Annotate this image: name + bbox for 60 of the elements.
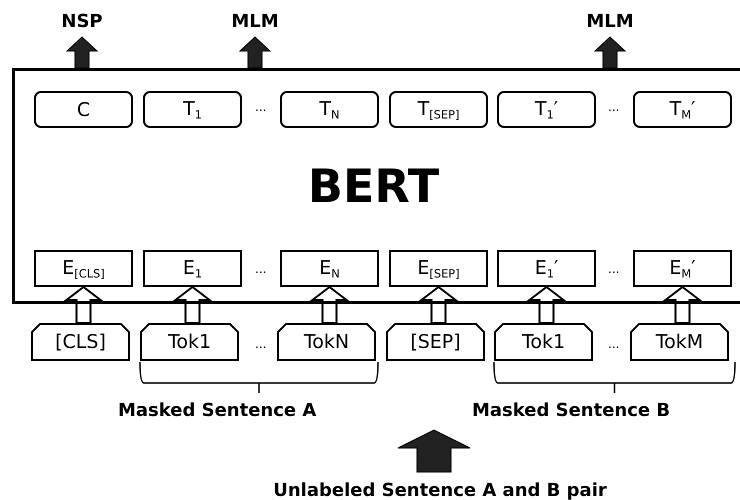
token-text: E$_{1}$′ xyxy=(534,256,558,280)
embedding-box xyxy=(34,250,133,287)
ellipsis: ... xyxy=(255,100,266,114)
token-text: T$_{M}$′ xyxy=(670,98,696,122)
token-text: C xyxy=(76,98,90,120)
output-box xyxy=(497,91,596,128)
token-text: E$_{[SEP]}$ xyxy=(417,256,460,280)
token-text: T$_{[SEP]}$ xyxy=(418,98,460,122)
ellipsis: ... xyxy=(608,337,620,351)
token-text: T$_{N}$ xyxy=(319,98,340,122)
model-name: BERT xyxy=(306,159,440,213)
token-text: T$_{1}$′ xyxy=(534,98,558,122)
arrow xyxy=(526,286,566,324)
arrow xyxy=(662,286,702,324)
sentence-label: Masked Sentence A xyxy=(118,400,316,421)
output-box xyxy=(34,91,133,128)
output-box xyxy=(389,91,488,128)
token-text: [SEP] xyxy=(410,331,461,353)
ellipsis: ... xyxy=(608,100,620,114)
embedding-box xyxy=(633,250,732,287)
ellipsis: ... xyxy=(255,262,266,276)
embedding-box xyxy=(389,250,488,287)
text-label: MLM xyxy=(586,10,634,32)
ellipsis: ... xyxy=(608,262,620,276)
output-box xyxy=(280,91,379,128)
token-box xyxy=(630,323,729,361)
token-text: TokM xyxy=(656,331,704,353)
arrow xyxy=(398,429,470,472)
token-box xyxy=(140,323,239,361)
sentence-label: Masked Sentence B xyxy=(472,400,670,421)
token-text: E$_{M}$′ xyxy=(669,256,696,280)
output-box xyxy=(633,91,732,128)
token-box xyxy=(277,323,376,361)
text-label: NSP xyxy=(61,10,103,32)
arrow xyxy=(310,286,350,324)
arrow xyxy=(172,286,212,324)
text-label: MLM xyxy=(231,10,279,32)
token-text: E$_{[CLS]}$ xyxy=(62,256,105,280)
token-box xyxy=(386,323,485,361)
token-text: E$_{1}$ xyxy=(182,256,202,280)
embedding-box xyxy=(497,250,596,287)
token-box xyxy=(494,323,593,361)
arrow xyxy=(66,36,98,68)
embedding-box xyxy=(280,250,379,287)
token-box xyxy=(31,323,130,361)
text-label: Unlabeled Sentence A and B pair xyxy=(273,480,607,500)
embedding-box xyxy=(143,250,242,287)
arrow xyxy=(238,36,272,68)
output-box xyxy=(143,91,242,128)
token-text: TokN xyxy=(304,331,350,353)
arrow xyxy=(418,286,458,324)
token-text: [CLS] xyxy=(55,331,106,353)
token-text: E$_{N}$ xyxy=(319,256,340,280)
token-text: Tok1 xyxy=(522,331,566,353)
arrow xyxy=(594,36,626,68)
ellipsis: ... xyxy=(255,337,266,351)
model-box xyxy=(12,68,740,304)
arrow xyxy=(64,286,104,324)
token-text: T$_{1}$ xyxy=(183,98,202,122)
token-text: Tok1 xyxy=(168,331,212,353)
